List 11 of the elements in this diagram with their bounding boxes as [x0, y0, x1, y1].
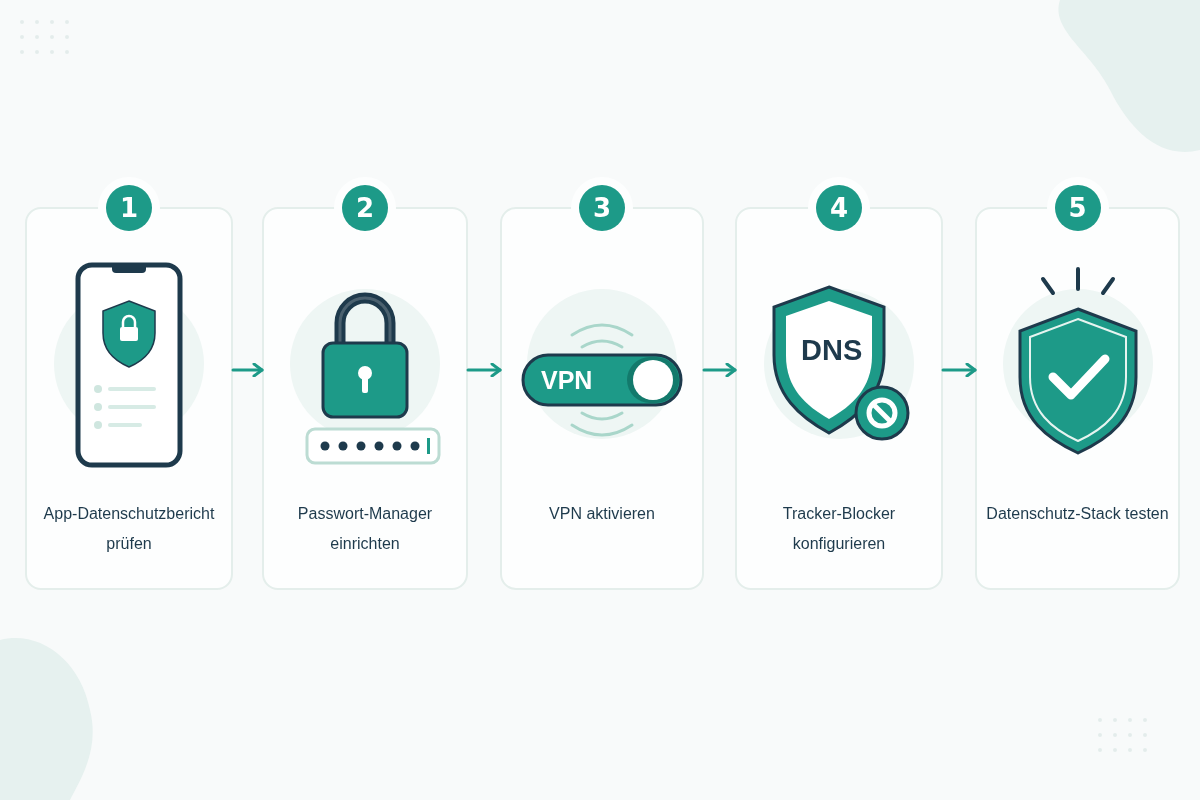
arrow	[466, 362, 502, 378]
step-label: App-Datenschutzbericht prüfen	[42, 504, 216, 554]
step-label: Datenschutz-Stack testen	[985, 504, 1170, 524]
step-label: Tracker-Blocker konfigurieren	[781, 504, 897, 554]
arrow	[231, 362, 264, 378]
toggle-label: VPN	[541, 368, 593, 393]
dns-label: DNS	[801, 336, 863, 365]
step-label: Passwort-Manager einrichten	[296, 504, 434, 554]
step-label: VPN aktivieren	[548, 504, 656, 524]
arrow	[941, 362, 977, 378]
arrow	[702, 362, 737, 378]
